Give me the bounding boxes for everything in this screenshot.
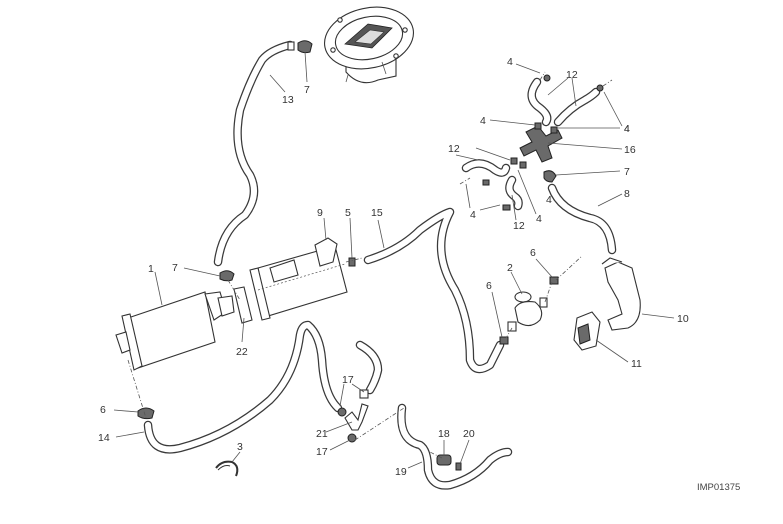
spacer-ring-22: [233, 286, 253, 324]
clamp-6-right-b: [499, 336, 509, 345]
fuel-tank-cap: [323, 6, 415, 84]
callout-7: 7: [304, 84, 310, 96]
callout-12: 12: [566, 69, 578, 81]
callout-4: 4: [546, 194, 552, 206]
callout-1: 1: [148, 263, 154, 275]
leader-lines: [113, 51, 675, 469]
reference-code: IMP01375: [697, 482, 740, 493]
assembly-lines: [127, 71, 613, 459]
callout-2: 2: [507, 262, 513, 274]
callout-17: 17: [316, 446, 328, 458]
callout-4: 4: [480, 115, 486, 127]
callout-4: 4: [536, 213, 542, 225]
callout-17: 17: [342, 374, 354, 386]
canister-cover-9: [249, 237, 348, 321]
clamp-7-cap: [287, 40, 313, 54]
callout-12: 12: [513, 220, 525, 232]
y-fitting-21: [337, 389, 369, 443]
callout-8: 8: [624, 188, 630, 200]
hose-19: [397, 403, 513, 490]
clamp-6-right-a: [549, 276, 559, 285]
callout-18: 18: [438, 428, 450, 440]
callout-13: 13: [282, 94, 294, 106]
callout-20: 20: [463, 428, 475, 440]
callout-6: 6: [530, 247, 536, 259]
bracket-10: [601, 257, 641, 331]
callout-4: 4: [470, 209, 476, 221]
callout-7: 7: [172, 262, 178, 274]
callout-19: 19: [395, 466, 407, 478]
callouts: 1 2 3 4 4 4 4 4 4 4 5 6 6 6 7 7 7 8 9 10…: [98, 56, 689, 478]
hose-13: [213, 40, 295, 267]
hose-14: [143, 320, 343, 454]
hose-8: [547, 183, 617, 255]
callout-7: 7: [624, 166, 630, 178]
callout-5: 5: [345, 207, 351, 219]
callout-4: 4: [624, 123, 630, 135]
hose-vent: [355, 340, 383, 395]
callout-4: 4: [624, 123, 630, 135]
callout-4: 4: [507, 56, 513, 68]
screw-20: [455, 462, 462, 471]
callout-9: 9: [317, 207, 323, 219]
hoses-12: [461, 77, 601, 211]
callout-6: 6: [100, 404, 106, 416]
callout-3: 3: [237, 441, 243, 453]
hose-15: [363, 207, 505, 374]
purge-valve-2: [507, 291, 548, 332]
carbon-canister-1: [115, 291, 235, 371]
callout-16: 16: [624, 144, 636, 156]
callout-21: 21: [316, 428, 328, 440]
callout-22: 22: [236, 346, 248, 358]
callout-10: 10: [677, 313, 689, 325]
callout-14: 14: [98, 432, 110, 444]
holder-11: [573, 311, 601, 351]
clamp-7-canister: [219, 270, 235, 282]
cross-fitting-16: [482, 74, 604, 211]
callout-6: 6: [486, 280, 492, 292]
clamp-5: [348, 257, 356, 267]
callout-15: 15: [371, 207, 383, 219]
clamp-6-left: [137, 407, 155, 420]
callout-11: 11: [631, 358, 642, 370]
clip-3: [215, 460, 239, 477]
callout-12: 12: [448, 143, 460, 155]
